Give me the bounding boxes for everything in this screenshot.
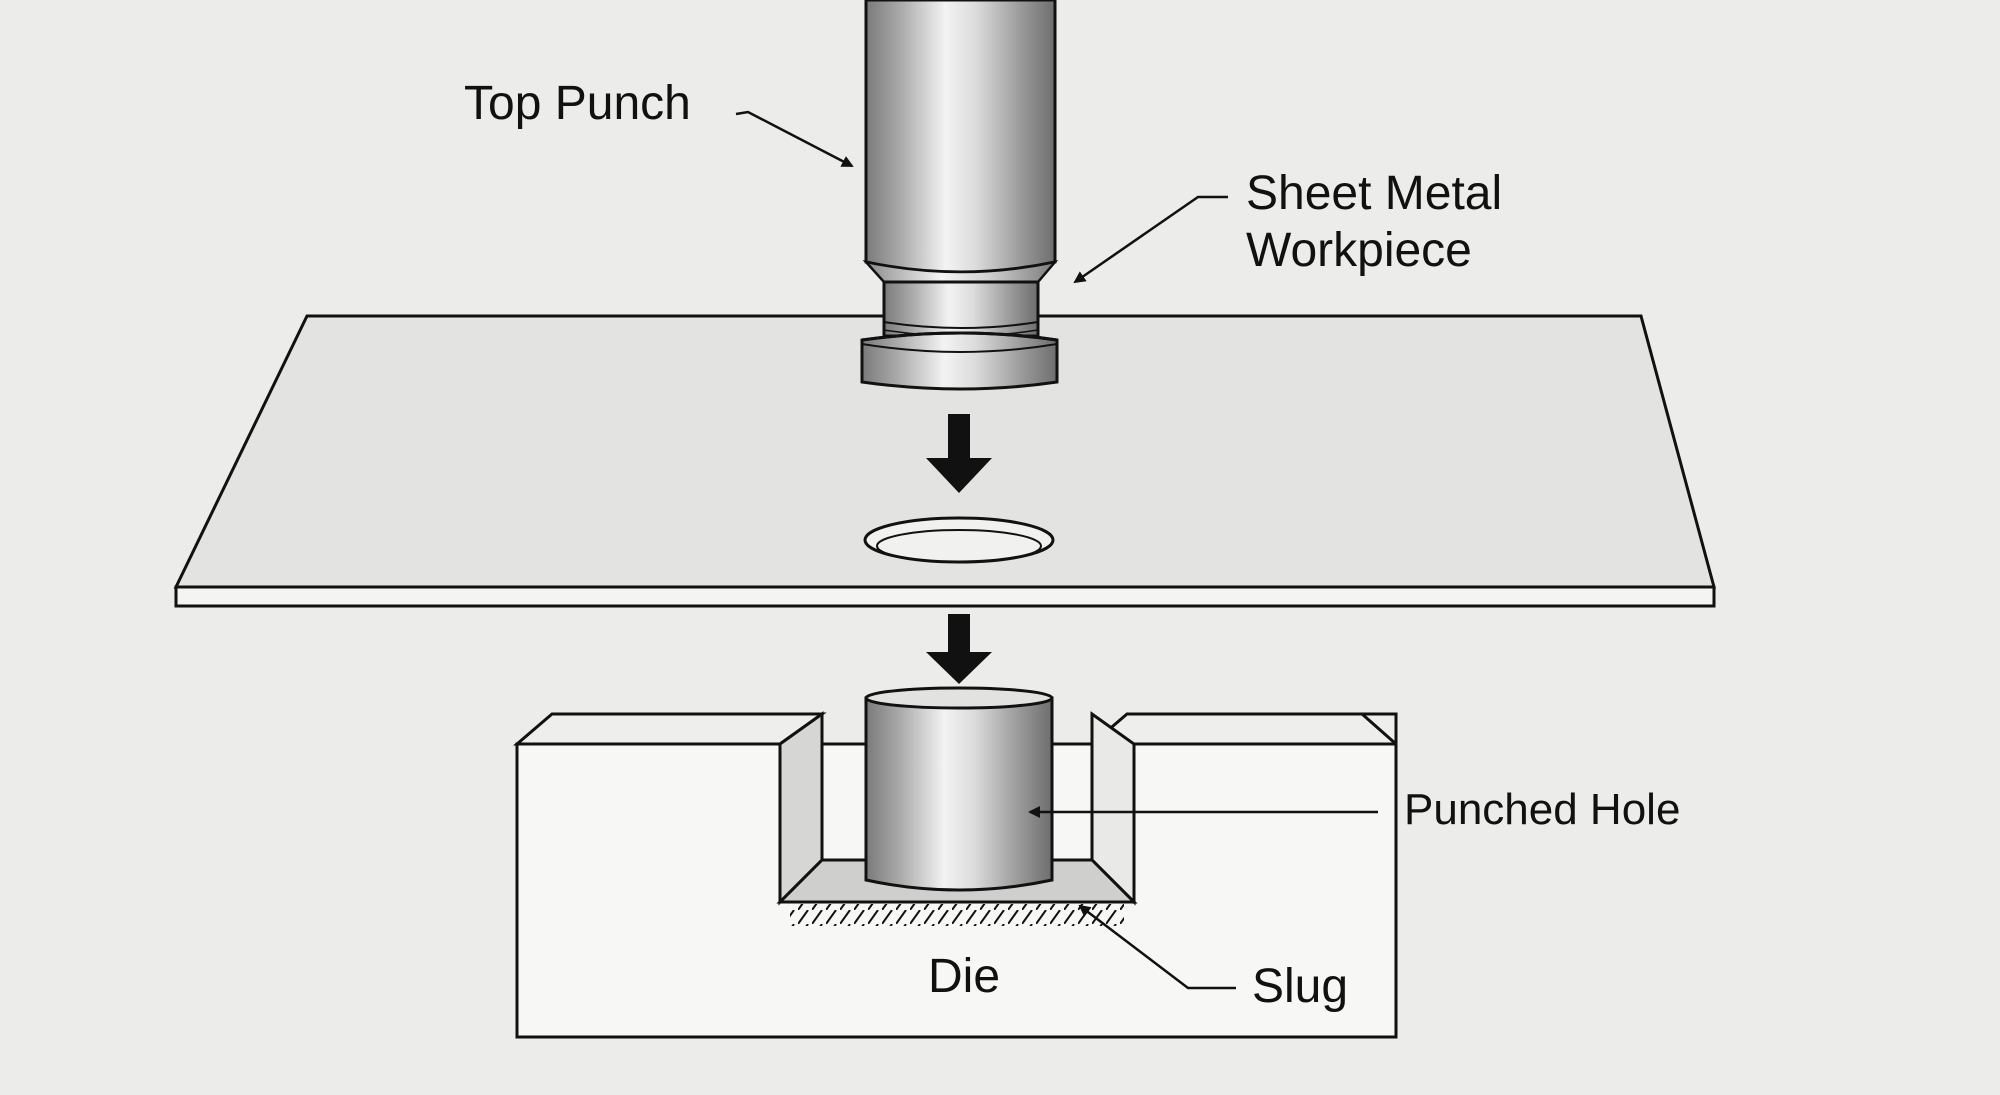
down-arrow-icon: [926, 614, 992, 684]
label-sheet-metal-line1: Sheet Metal: [1246, 167, 1502, 220]
label-slug: Slug: [1252, 960, 1348, 1013]
punched-hole-outline: [863, 516, 1055, 564]
label-punched-hole: Punched Hole: [1404, 785, 1680, 834]
label-sheet-metal-line2: Workpiece: [1246, 224, 1472, 277]
slug: [864, 686, 1054, 892]
label-die: Die: [928, 950, 1000, 1003]
down-arrow-icon: [926, 414, 992, 493]
sheet-metal-workpiece: [173, 314, 1716, 608]
leader-lines: [735, 110, 1378, 990]
label-top-punch: Top Punch: [464, 77, 691, 130]
top-punch: [860, 0, 1059, 391]
